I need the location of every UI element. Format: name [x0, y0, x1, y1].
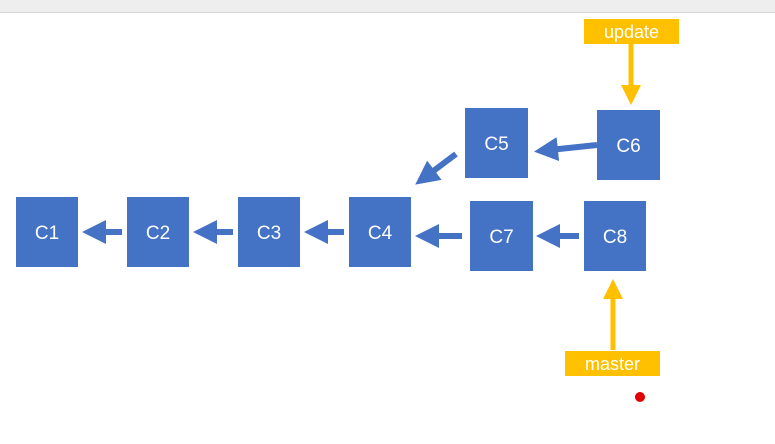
commit-c6-label: C6: [616, 136, 640, 157]
branch-update-label: update: [604, 22, 659, 42]
branch-update: update: [584, 19, 679, 44]
commit-c7: C7: [470, 201, 533, 271]
edge-c6-to-c5: [534, 137, 598, 162]
commit-c5-label: C5: [484, 134, 508, 155]
edge-c5-to-c4: [415, 151, 458, 185]
commit-c1: C1: [16, 197, 78, 267]
commit-c4: C4: [349, 197, 411, 267]
commit-c6: C6: [597, 110, 660, 180]
commit-c8-label: C8: [603, 227, 627, 248]
commit-c2-label: C2: [146, 223, 170, 244]
commit-c5: C5: [465, 108, 528, 178]
commit-c1-label: C1: [35, 223, 59, 244]
commit-c2: C2: [127, 197, 189, 267]
commit-c3: C3: [238, 197, 300, 267]
commit-c7-label: C7: [489, 227, 513, 248]
commit-c4-label: C4: [368, 223, 393, 244]
commit-c8: C8: [584, 201, 646, 271]
branch-master-label: master: [585, 354, 640, 374]
commit-c3-label: C3: [257, 223, 281, 244]
window-top-bar: [0, 0, 775, 13]
branch-master: master: [565, 351, 660, 376]
pointer-dot: [635, 392, 645, 402]
